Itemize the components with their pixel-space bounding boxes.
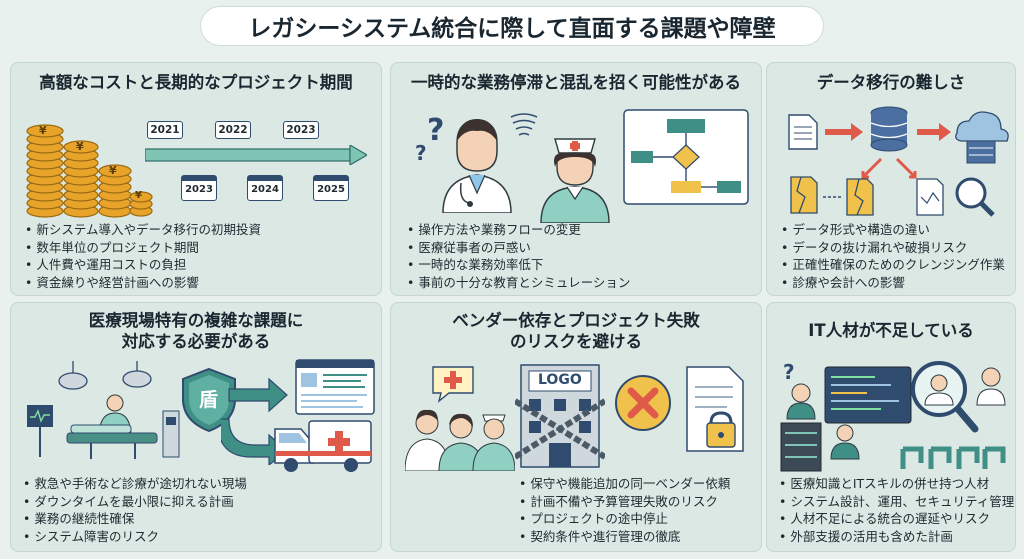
timeline-bar xyxy=(145,145,367,165)
card-medical: 医療現場特有の複雑な課題に 対応する必要がある 盾 xyxy=(10,302,382,552)
calendar-year-1: 2023 xyxy=(185,184,213,195)
card-migration-title: データ移行の難しさ xyxy=(816,73,966,92)
list-item: 保守や機能追加の同一ベンダー依頼 xyxy=(519,475,730,493)
list-item: 数年単位のプロジェクト期間 xyxy=(25,239,261,257)
timeline-label-top-1: 2021 xyxy=(147,121,183,139)
speech-bubble-icon xyxy=(432,366,474,403)
list-item: データ形式や構造の違い xyxy=(781,221,1005,239)
list-item: 一時的な業務効率低下 xyxy=(407,256,630,274)
coin-symbol-2: ¥ xyxy=(76,140,84,153)
continuity-arrows-icon xyxy=(221,377,288,465)
cancel-x-icon xyxy=(615,375,671,431)
chained-vendor-building-icon xyxy=(515,364,605,468)
list-item: 資金繰りや経営計画への影響 xyxy=(25,274,261,292)
card-cost: 高額なコストと長期的なプロジェクト期間 ¥ ¥ ¥ ¥ 2021 2022 20… xyxy=(10,62,382,296)
card-migration-bullets: データ形式や構造の違い データの抜け漏れや破損リスク 正確性確保のためのクレンジ… xyxy=(781,221,1005,291)
ambulance-icon xyxy=(274,420,372,472)
page-title-bar: レガシーシステム統合に際して直面する課題や障壁 xyxy=(200,6,824,46)
list-item: 救急や手術など診療が途切れない現場 xyxy=(23,475,247,493)
question-mark-icon: ? xyxy=(427,113,445,148)
calendar-icon-3: 2025 xyxy=(313,175,349,201)
card-medical-title-1: 医療現場特有の複雑な課題に xyxy=(88,311,304,330)
calendar-year-2: 2024 xyxy=(251,184,279,195)
card-medical-title-2: 対応する必要がある xyxy=(121,332,271,351)
card-it-title: IT人材が不足している xyxy=(808,321,974,340)
shield-label: 盾 xyxy=(199,389,219,411)
list-item: 医療従事者の戸惑い xyxy=(407,239,630,257)
nurse-icon xyxy=(540,138,610,223)
svg-text:?: ? xyxy=(783,360,795,384)
list-item: 業務の継続性確保 xyxy=(23,510,247,528)
list-item: ダウンタイムを最小限に抑える計画 xyxy=(23,493,247,511)
question-mark-icon-small: ? xyxy=(415,141,427,165)
list-item: 診療や会計への影響 xyxy=(781,274,1005,292)
operating-room-illustration xyxy=(27,361,180,459)
confusion-swirl-icon xyxy=(510,113,538,136)
timeline-label-top-3: 2023 xyxy=(283,121,319,139)
card-vendor-bullets: 保守や機能追加の同一ベンダー依頼 計画不備や予算管理失敗のリスク プロジェクトの… xyxy=(519,475,730,545)
card-medical-bullets: 救急や手術など診療が途切れない現場 ダウンタイムを最小限に抑える計画 業務の継続… xyxy=(23,475,247,545)
doctor-icon xyxy=(442,119,512,213)
card-migration: データ移行の難しさ データ形式や構造の違い データの抜け漏れや破損リスク 正確性… xyxy=(766,62,1016,296)
list-item: 人材不足による統合の遅延やリスク xyxy=(779,510,1014,528)
card-vendor: ベンダー依存とプロジェクト失敗 のリスクを避ける LOGO 保守や機能追加の同 xyxy=(390,302,762,552)
contract-lock-icon xyxy=(686,366,744,452)
card-vendor-title-1: ベンダー依存とプロジェクト失敗 xyxy=(452,311,700,330)
coin-symbol-3: ¥ xyxy=(109,164,117,177)
list-item: 正確性確保のためのクレンジング作業 xyxy=(781,256,1005,274)
list-item: 事前の十分な教育とシミュレーション xyxy=(407,274,630,292)
calendar-icon-1: 2023 xyxy=(181,175,217,201)
calendar-icon-2: 2024 xyxy=(247,175,283,201)
list-item: 人件費や運用コストの負担 xyxy=(25,256,261,274)
list-item: 計画不備や予算管理失敗のリスク xyxy=(519,493,730,511)
card-it-talent: IT人材が不足している ? 医療知識とITスキルの併せ持つ人材 システム設計、運… xyxy=(766,302,1016,552)
list-item: 外部支援の活用も含めた計画 xyxy=(779,528,1014,546)
vendor-logo-text: LOGO xyxy=(538,372,582,388)
page-title: レガシーシステム統合に際して直面する課題や障壁 xyxy=(248,16,776,42)
data-migration-illustration xyxy=(788,106,1009,217)
shield-icon xyxy=(182,367,236,433)
monitor-screen-icon xyxy=(295,359,375,415)
list-item: 操作方法や業務フローの変更 xyxy=(407,221,630,239)
calendar-year-3: 2025 xyxy=(317,184,345,195)
list-item: 医療知識とITスキルの併せ持つ人材 xyxy=(779,475,1014,493)
card-disruption-title: 一時的な業務停滞と混乱を招く可能性がある xyxy=(411,73,741,92)
card-vendor-title-2: のリスクを避ける xyxy=(510,332,642,351)
card-cost-bullets: 新システム導入やデータ移行の初期投資 数年単位のプロジェクト期間 人件費や運用コ… xyxy=(25,221,261,291)
list-item: 契約条件や進行管理の徹底 xyxy=(519,528,730,546)
list-item: システム障害のリスク xyxy=(23,528,247,546)
medical-staff-group-icon xyxy=(405,409,515,471)
coin-symbol-4: ¥ xyxy=(135,190,142,201)
card-cost-title: 高額なコストと長期的なプロジェクト期間 xyxy=(39,73,353,92)
list-item: 新システム導入やデータ移行の初期投資 xyxy=(25,221,261,239)
card-disruption: 一時的な業務停滞と混乱を招く可能性がある ? ? 操作方法や業務フローの変更 医… xyxy=(390,62,762,296)
card-disruption-bullets: 操作方法や業務フローの変更 医療従事者の戸惑い 一時的な業務効率低下 事前の十分… xyxy=(407,221,630,291)
coin-symbol-1: ¥ xyxy=(39,124,47,137)
coin-stacks-illustration xyxy=(26,124,153,218)
list-item: データの抜け漏れや破損リスク xyxy=(781,239,1005,257)
card-it-bullets: 医療知識とITスキルの併せ持つ人材 システム設計、運用、セキュリティ管理 人材不… xyxy=(779,475,1014,545)
list-item: プロジェクトの途中停止 xyxy=(519,510,730,528)
workflow-chart-icon xyxy=(623,109,749,205)
timeline-label-top-2: 2022 xyxy=(215,121,251,139)
it-talent-shortage-illustration: ? xyxy=(780,360,1006,472)
list-item: システム設計、運用、セキュリティ管理 xyxy=(779,493,1014,511)
